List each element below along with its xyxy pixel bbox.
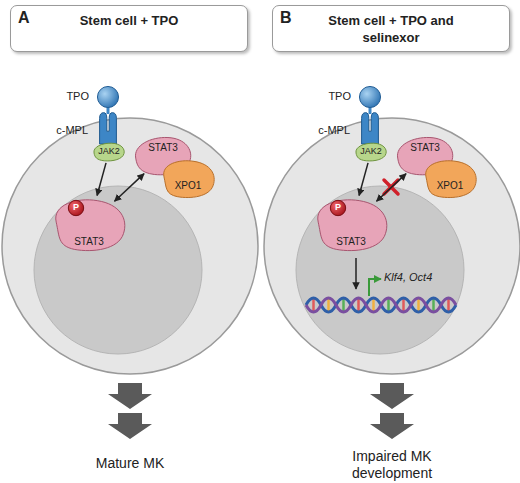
down-arrow [108,413,152,439]
kinase: JAK2 [92,142,126,162]
nucleus [34,186,202,354]
shape-outline [358,112,382,144]
node-label: TPO [66,90,89,102]
gene-names: Klf4, Oct4 [384,271,432,283]
phosphate: P [68,200,84,216]
node-label: STAT3 [310,236,392,247]
node-label: c-MPL [318,124,350,136]
panel-header: B Stem cell + TPO and selinexor [272,5,510,52]
node-label: XPO1 [420,180,480,191]
down-arrow [108,383,152,409]
node-label: c-MPL [56,124,88,136]
shape-outline [359,86,381,108]
shape-fill [359,86,380,107]
panel-header: A Stem cell + TPO [10,5,248,52]
shape-outline [420,158,480,200]
node-label: STAT3 [394,142,456,153]
signal-arrow [359,163,368,196]
shape-fill [100,113,117,144]
shape-fill [68,200,83,215]
node-label: TPO [328,90,351,102]
protein-shape: STAT3 P [310,196,392,254]
nucleus [296,186,464,354]
receptor: c-MPL [96,112,120,144]
shape-outline [97,86,119,108]
signal-arrow [97,163,106,196]
cell-membrane [264,118,520,374]
down-arrow [370,383,414,409]
shape-fill [164,161,215,198]
shape-fill [330,200,345,215]
block-cross [384,180,398,194]
outcome-text: Mature MK [30,455,230,471]
kinase: JAK2 [354,142,388,162]
node-label: B [280,9,292,27]
shape-fill [426,161,477,198]
shape-outline [158,158,218,200]
ligand-ball: TPO [97,86,119,108]
down-arrow [370,413,414,439]
node-label: A [18,9,30,27]
cell-membrane [2,118,258,374]
shape-fill [97,86,118,107]
gene-start-arrow [369,279,381,296]
exportin-shape: XPO1 [420,158,480,200]
node-label: JAK2 [92,146,126,156]
protein-shape: STAT3 P [48,196,130,254]
shape-outline [96,112,120,144]
phosphate: P [330,200,346,216]
transcription-arrow [355,258,357,289]
ligand-ball: TPO [359,86,381,108]
exportin-shape: XPO1 [158,158,218,200]
receptor: c-MPL [358,112,382,144]
node-label: JAK2 [354,146,388,156]
node-body: Stem cell + TPO and selinexor [326,12,456,46]
signal-arrow [115,174,145,202]
node-label: XPO1 [158,180,218,191]
node-body: Stem cell + TPO [79,12,179,29]
outcome-text: Impaired MK development [332,448,452,482]
shape-fill [362,113,379,144]
node-label: P [68,202,84,212]
node-label: P [330,202,346,212]
signal-arrow [377,174,407,202]
node-label: STAT3 [132,142,194,153]
node-label: STAT3 [48,236,130,247]
dna-helix [306,298,456,312]
